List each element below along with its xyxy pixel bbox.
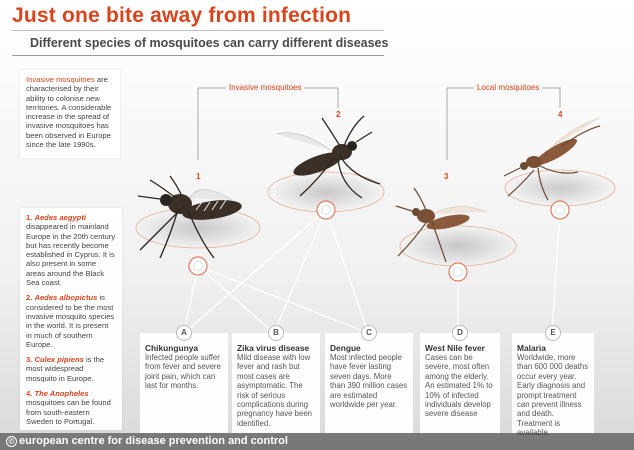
disease-card-dengue: C Dengue Most infected people have fever… <box>325 325 413 433</box>
disease-description: Most infected people have fever lasting … <box>330 353 408 410</box>
mosquito-3-culex-pipiens <box>395 187 487 263</box>
species-name: Aedes albopictus <box>34 293 98 303</box>
subtitle-divider <box>12 55 384 56</box>
credit-bar: ©european centre for disease prevention … <box>0 433 634 450</box>
mosquito-4-anopheles <box>503 117 601 201</box>
page-title: Just one bite away from infection <box>12 4 352 27</box>
shadow-ring-3 <box>400 226 516 266</box>
page-subtitle: Different species of mosquitoes can carr… <box>30 36 389 50</box>
title-divider <box>12 30 384 31</box>
disease-description: Infected people suffer from fever and se… <box>145 353 221 391</box>
species-name: Culex pipiens <box>34 355 84 365</box>
disease-card-west-nile: D West Nile fever Cases can be severe, m… <box>420 325 500 433</box>
disease-letter: E <box>545 325 561 341</box>
invasive-mosquitoes-label: Invasive mosquitoes <box>226 83 305 92</box>
credit-text: ©european centre for disease prevention … <box>6 435 288 447</box>
disease-description: Worldwide, more than 600 000 deaths occu… <box>517 353 589 437</box>
disease-title: West Nile fever <box>425 343 485 353</box>
shadow-ring-2 <box>268 172 384 212</box>
local-mosquitoes-label: Local mosquitoes <box>474 83 543 92</box>
disease-card-zika: B Zika virus disease Mild disease with l… <box>232 325 320 433</box>
disease-letter: C <box>361 325 377 341</box>
connector-lines <box>183 209 561 334</box>
shadow-ring-4 <box>505 170 615 206</box>
disease-title: Dengue <box>330 343 361 353</box>
disease-card-chikungunya: A Chikungunya Infected people suffer fro… <box>140 325 228 433</box>
disease-title: Chikungunya <box>145 343 199 353</box>
disease-title: Malaria <box>517 343 546 353</box>
mosquito-1-aedes-aegypti <box>137 175 242 259</box>
species-name: The Anopheles <box>34 389 89 399</box>
mosquito-number-2: 2 <box>336 110 341 119</box>
disease-card-malaria: E Malaria Worldwide, more than 600 000 d… <box>512 325 594 437</box>
species-name: Aedes aegypti <box>34 213 86 222</box>
intro-panel: Invasive mosquitoes are characterised by… <box>20 70 120 158</box>
mosquito-number-4: 4 <box>558 110 563 119</box>
species-item-3: 3. Culex pipiens is the most widespread … <box>26 355 105 383</box>
species-panel: 1. Aedes aegypti disappeared in mainland… <box>20 208 122 430</box>
shadow-ring-1 <box>136 208 260 248</box>
invasive-bracket <box>197 87 339 160</box>
intro-highlight: Invasive mosquitoes <box>26 75 95 84</box>
mosquito-number-3: 3 <box>444 172 449 181</box>
local-bracket <box>446 87 561 160</box>
intro-body: are characterised by their ability to co… <box>26 75 112 150</box>
connector-nodes <box>188 200 570 282</box>
disease-title: Zika virus disease <box>237 343 310 353</box>
disease-description: Mild disease with low fever and rash but… <box>237 353 312 428</box>
species-item-2: 2. Aedes albopictus is considered to be … <box>26 293 115 349</box>
species-item-1: 1. Aedes aegypti disappeared in mainland… <box>26 213 116 288</box>
disease-letter: A <box>176 325 192 341</box>
intro-text: Invasive mosquitoes are characterised by… <box>26 75 114 149</box>
copyright-icon: © <box>6 436 17 447</box>
disease-description: Cases can be severe, most often among th… <box>425 353 493 419</box>
mosquito-2-aedes-albopictus <box>275 115 381 199</box>
mosquito-number-1: 1 <box>196 172 201 181</box>
credit-source: european centre for disease prevention a… <box>19 435 288 447</box>
disease-letter: B <box>268 325 284 341</box>
disease-letter: D <box>452 325 468 341</box>
species-item-4: 4. The Anopheles mosquitoes can be found… <box>26 389 111 426</box>
